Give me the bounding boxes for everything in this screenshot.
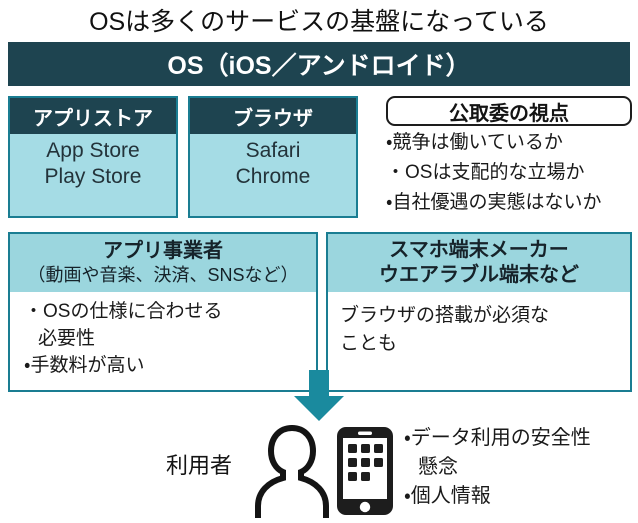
list-item: Chrome	[235, 165, 311, 188]
os-banner-label: OS（iOS／アンドロイド）	[167, 52, 471, 80]
panel-device-maker-header: スマホ端末メーカー ウエアラブル端末など	[328, 234, 630, 292]
panel-app-business-header: アプリ事業者 （動画や音楽、決済、SNSなど）	[10, 234, 316, 292]
list-item: ・OSは支配的な立場か	[386, 162, 585, 183]
list-item: 懸念	[418, 456, 458, 478]
user-label: 利用者	[166, 453, 233, 478]
panel-device-maker-title: スマホ端末メーカー	[389, 239, 569, 261]
page-title: OSは多くのサービスの基盤になっている	[89, 8, 549, 36]
panel-app-business: アプリ事業者 （動画や音楽、決済、SNSなど） ・OSの仕様に合わせる 必要性 …	[8, 232, 318, 392]
card-browser: ブラウザ Safari Chrome	[188, 96, 358, 218]
list-item: App Store	[46, 139, 140, 162]
os-banner: OS（iOS／アンドロイド）	[8, 42, 630, 86]
person-icon	[252, 424, 332, 521]
card-app-store-header: アプリストア	[10, 98, 176, 134]
panel-device-maker: スマホ端末メーカー ウエアラブル端末など ブラウザの搭載が必須な ことも	[326, 232, 632, 392]
panel-app-business-title: アプリ事業者	[103, 240, 223, 262]
list-item: ・自社優遇の実態はないか	[386, 192, 602, 213]
jftc-viewpoint-list: ・競争は働いているか ・OSは支配的な立場か ・自社優遇の実態はないか	[386, 128, 632, 218]
list-item: ことも	[340, 333, 398, 354]
jftc-viewpoint-block: 公取委の視点 ・競争は働いているか ・OSは支配的な立場か ・自社優遇の実態はな…	[386, 96, 632, 220]
panel-app-business-subtitle: （動画や音楽、決済、SNSなど）	[27, 265, 299, 285]
panel-device-maker-body: ブラウザの搭載が必須な ことも	[328, 292, 630, 358]
list-item: ・競争は働いているか	[386, 132, 563, 153]
list-item: ・OSの仕様に合わせる	[24, 301, 223, 322]
card-browser-body: Safari Chrome	[190, 134, 356, 190]
list-item: ブラウザの搭載が必須な	[340, 305, 550, 326]
down-arrow-icon	[292, 370, 346, 422]
smartphone-icon	[334, 424, 396, 518]
panel-device-maker-subtitle: ウエアラブル端末など	[379, 264, 579, 286]
card-app-store: アプリストア App Store Play Store	[8, 96, 178, 218]
jftc-viewpoint-title: 公取委の視点	[386, 96, 632, 126]
list-item: 必要性	[38, 328, 96, 349]
list-item: Play Store	[44, 165, 142, 188]
list-item: ・データ利用の安全性	[404, 427, 591, 449]
panel-app-business-body: ・OSの仕様に合わせる 必要性 ・手数料が高い	[10, 292, 316, 379]
list-item: ・手数料が高い	[24, 355, 145, 376]
list-item: Safari	[245, 139, 301, 162]
card-browser-header: ブラウザ	[190, 98, 356, 134]
card-app-store-body: App Store Play Store	[10, 134, 176, 190]
user-concerns-list: ・データ利用の安全性 懸念 ・個人情報	[404, 424, 638, 511]
list-item: ・個人情報	[404, 485, 491, 507]
